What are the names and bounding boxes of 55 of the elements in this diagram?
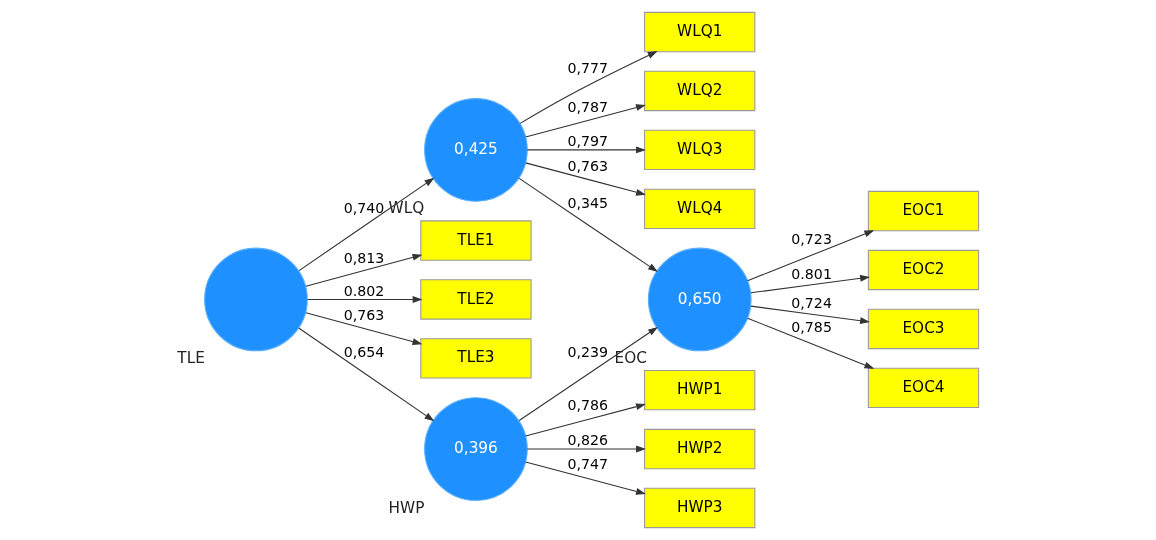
edge-label: 0.801 [791,266,832,283]
arrow [298,177,435,272]
arrow [525,162,646,196]
edge-label: 0,654 [343,343,385,360]
node-box: HWP1 [644,369,756,411]
node-box: EOC1 [867,190,980,232]
node-box: TLE2 [420,279,532,320]
edge-label: 0,763 [567,158,609,175]
edge-label: 0,797 [567,132,609,149]
edge-label: 0.802 [343,282,385,299]
edge-label: 0,763 [343,306,385,323]
node-box: WLQ2 [644,70,756,112]
arrow [747,317,875,369]
node-box: WLQ1 [644,11,756,53]
arrow [525,403,646,437]
arrow [518,326,658,422]
edge-label: 0,724 [791,294,832,311]
edge-label: 0,723 [791,231,832,248]
node-box: TLE1 [420,220,532,261]
edge-label: 0,785 [791,318,832,335]
edge-label: 0,826 [567,432,609,449]
node-label: TLE [177,349,205,368]
arrow [305,312,423,345]
arrow [298,327,435,422]
node-box: HWP3 [644,487,756,529]
node-box: HWP2 [644,428,756,470]
node-box: TLE3 [420,338,532,379]
edge-label: 0,813 [343,249,385,266]
edge-label: 0,787 [567,99,609,116]
edge-label: 0,747 [567,456,609,473]
node-label: HWP [388,498,425,517]
arrow [307,296,423,303]
node-box: WLQ3 [644,129,756,171]
edge-label: 0,239 [567,343,609,360]
node-label: EOC [614,349,647,368]
node-box: EOC4 [867,367,980,409]
edge-label: 0,345 [567,195,609,212]
node-box: WLQ4 [644,188,756,230]
arrow [518,177,658,273]
arrow [747,230,875,282]
arrow [526,445,646,453]
node-label: WLQ [388,199,425,218]
arrow [750,305,870,325]
arrow [525,461,646,495]
node-box: EOC3 [867,308,980,350]
arrow [525,104,646,138]
edge-label: 0,786 [567,397,609,414]
node-circle [204,247,308,352]
node-box: EOC2 [867,249,980,291]
edge-label: 0,777 [567,59,609,76]
arrow [305,254,423,287]
arrow [750,274,870,294]
arrow [526,146,646,154]
arrow [519,51,658,124]
edge-label: 0,740 [343,199,385,216]
